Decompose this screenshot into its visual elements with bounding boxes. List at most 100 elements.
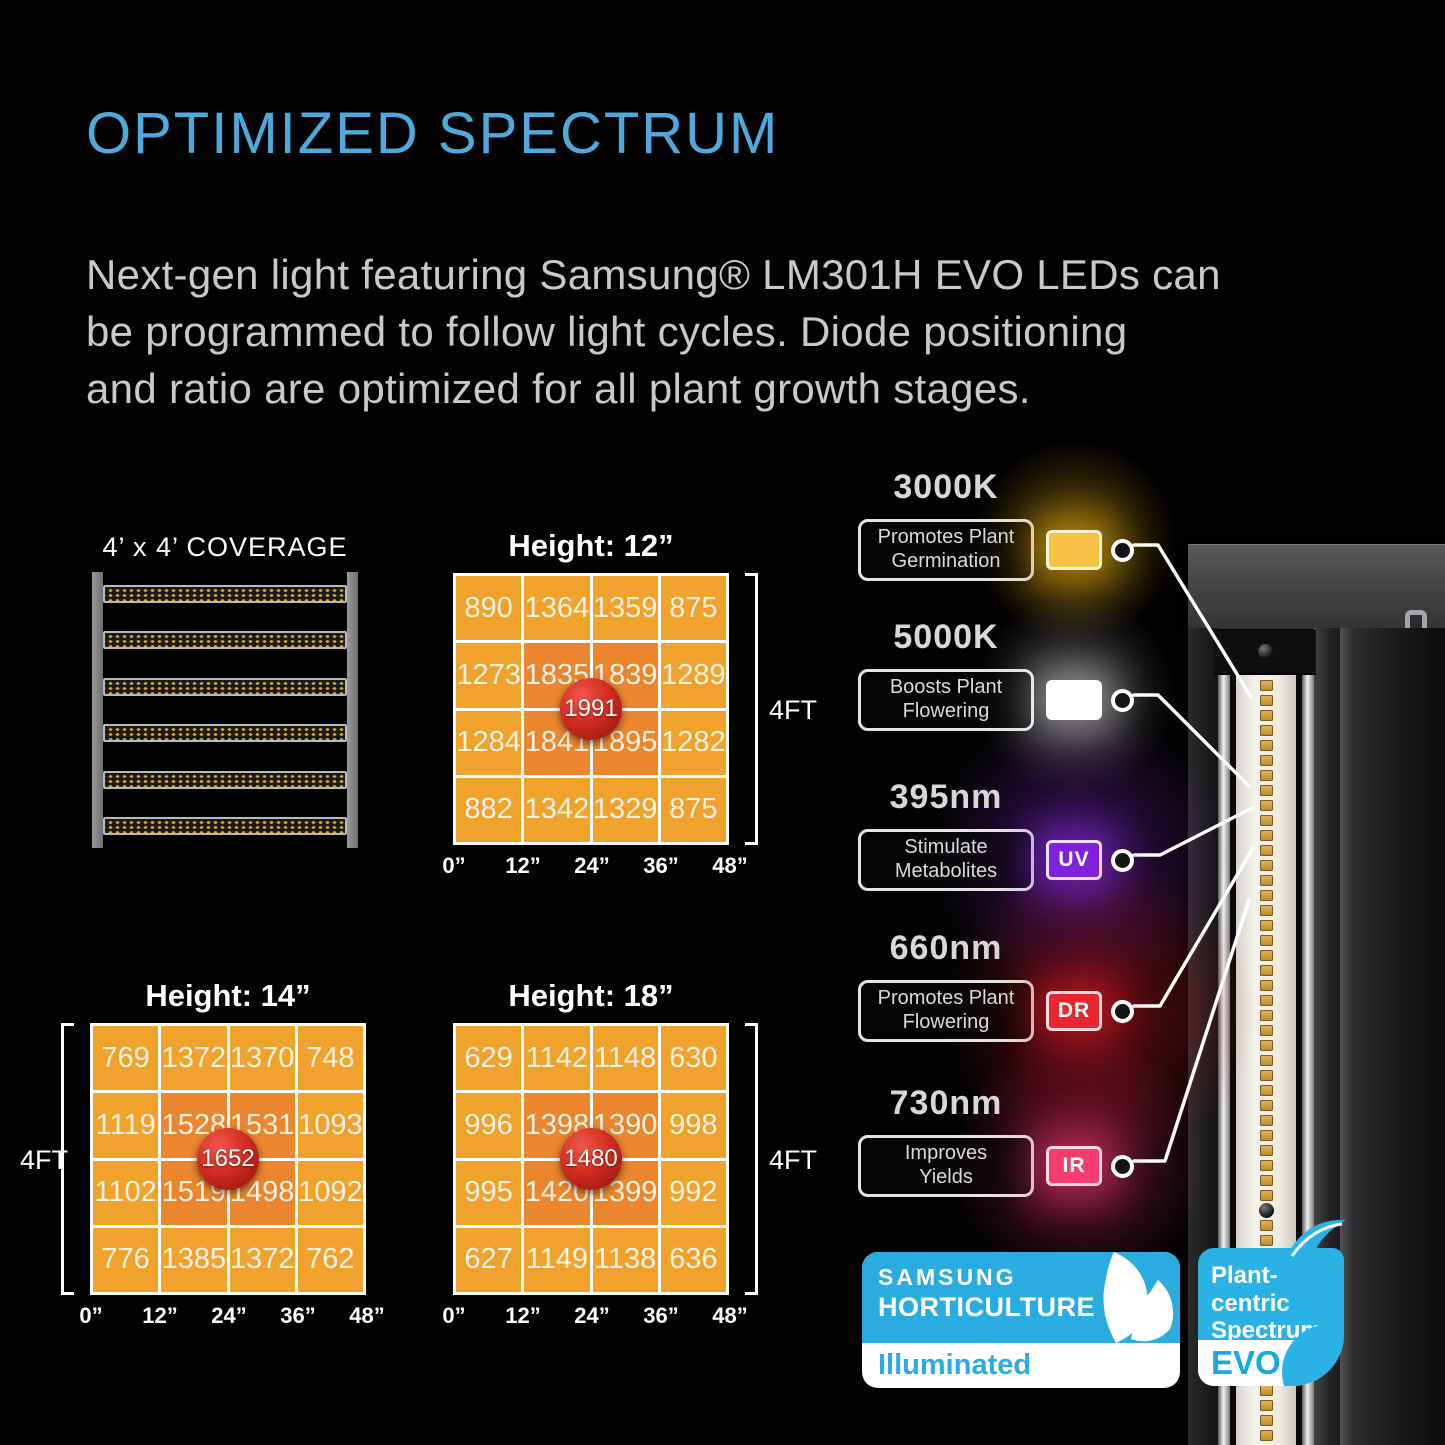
led-diode (1259, 725, 1273, 736)
axis-tick: 36” (643, 1303, 679, 1328)
led-diode (1259, 770, 1273, 781)
benefit-text: Promotes Plant (877, 987, 1015, 1010)
diode-row (1236, 708, 1296, 723)
samsung-horticulture-badge: SAMSUNG HORTICULTURE LED Illuminated (862, 1252, 1180, 1388)
led-diode (1259, 1010, 1273, 1021)
axis-tick: 48” (712, 1303, 748, 1328)
led-diode (1259, 905, 1273, 916)
diode-row (1236, 1203, 1296, 1218)
coverage-rail-left (92, 572, 103, 848)
diode-row (1236, 753, 1296, 768)
heatmap-cell: 1528 (161, 1093, 227, 1158)
led-seam-right (1296, 632, 1302, 1445)
diode-row (1236, 1218, 1296, 1233)
axis-tick: 48” (349, 1303, 385, 1328)
heatmap-title: Height: 14” (145, 978, 311, 1013)
led-bar-endcap (1214, 630, 1316, 675)
led-chip-swatch: UV (1046, 840, 1102, 880)
diode-row (1236, 918, 1296, 933)
led-diode (1259, 1220, 1273, 1231)
led-diode (1259, 875, 1273, 886)
led-diode (1259, 995, 1273, 1006)
heatmap-cell: 748 (297, 1026, 363, 1091)
heatmap-cell: 1329 (592, 777, 658, 842)
led-diode (1259, 845, 1273, 856)
diode-row (1236, 1113, 1296, 1128)
connector-dot (1111, 848, 1134, 872)
diode-row (1236, 723, 1296, 738)
diode-row (1236, 768, 1296, 783)
coverage-led-bar (103, 677, 347, 696)
led-diode (1259, 1400, 1273, 1411)
peak-ppfd-value: 1480 (560, 1128, 622, 1190)
fixture-panel-right (1340, 628, 1445, 1445)
diode-row (1236, 843, 1296, 858)
diode-row (1236, 903, 1296, 918)
axis-tick: 24” (211, 1303, 247, 1328)
connector-dot (1111, 999, 1134, 1023)
led-diode (1259, 1085, 1273, 1096)
heatmap-cell: 1895 (592, 710, 658, 775)
diode-row (1236, 963, 1296, 978)
led-diode (1259, 1055, 1273, 1066)
led-diode (1259, 1160, 1273, 1171)
led-diode (1259, 1235, 1273, 1246)
diode-row (1236, 813, 1296, 828)
led-chip-swatch (1046, 680, 1102, 720)
evo-name: EVO (1211, 1344, 1281, 1381)
samsung-product-label: HORTICULTURE LED (878, 1292, 1159, 1322)
samsung-tagline: Illuminated (878, 1349, 1032, 1381)
wavelength-label: 395nm (889, 778, 1003, 816)
led-diode (1259, 785, 1273, 796)
led-diode (1259, 1145, 1273, 1156)
diode-row (1236, 978, 1296, 993)
coverage-led-bar (103, 816, 347, 835)
benefit-text: Stimulate (904, 836, 988, 859)
dimension-bracket (745, 573, 758, 845)
coverage-led-bar (103, 724, 347, 743)
axis-tick: 48” (712, 853, 748, 878)
axis-tick: 12” (505, 853, 541, 878)
led-diode (1259, 965, 1273, 976)
heatmap-cell: 1119 (93, 1093, 159, 1158)
heatmap-title: Height: 12” (508, 528, 674, 563)
diode-row (1236, 738, 1296, 753)
heatmap-cell: 1364 (524, 576, 590, 641)
axis-tick: 24” (574, 1303, 610, 1328)
diode-row (1236, 948, 1296, 963)
coverage-label: 4’ x 4’ COVERAGE (102, 532, 348, 562)
led-diode (1259, 1190, 1273, 1201)
led-chip-swatch: IR (1046, 1146, 1102, 1186)
benefit-text: Improves (904, 1142, 988, 1165)
heatmap-cell: 627 (456, 1227, 522, 1292)
axis-tick: 36” (643, 853, 679, 878)
led-diode (1259, 695, 1273, 706)
heatmap-cell: 1092 (297, 1160, 363, 1225)
coverage-led-bars (103, 585, 347, 835)
heatmap-title: Height: 18” (508, 978, 674, 1013)
heatmap-x-axis: 0”12”24”36”48” (79, 1303, 384, 1333)
dimension-label: 4FT (769, 1145, 818, 1175)
diode-row (1236, 1128, 1296, 1143)
led-diode (1259, 1430, 1273, 1441)
dimension-label: 4FT (769, 695, 818, 725)
heatmap-cell: 1282 (660, 710, 726, 775)
axis-tick: 12” (505, 1303, 541, 1328)
coverage-frame (92, 572, 358, 848)
diode-row (1236, 693, 1296, 708)
benefit-text: Metabolites (894, 860, 998, 882)
dimension-bracket (61, 1023, 74, 1295)
dimension-label: 4FT (20, 1145, 69, 1175)
led-diode (1259, 860, 1273, 871)
diode-row (1236, 1038, 1296, 1053)
led-diode (1259, 935, 1273, 946)
diode-row (1236, 873, 1296, 888)
led-diode (1259, 830, 1273, 841)
